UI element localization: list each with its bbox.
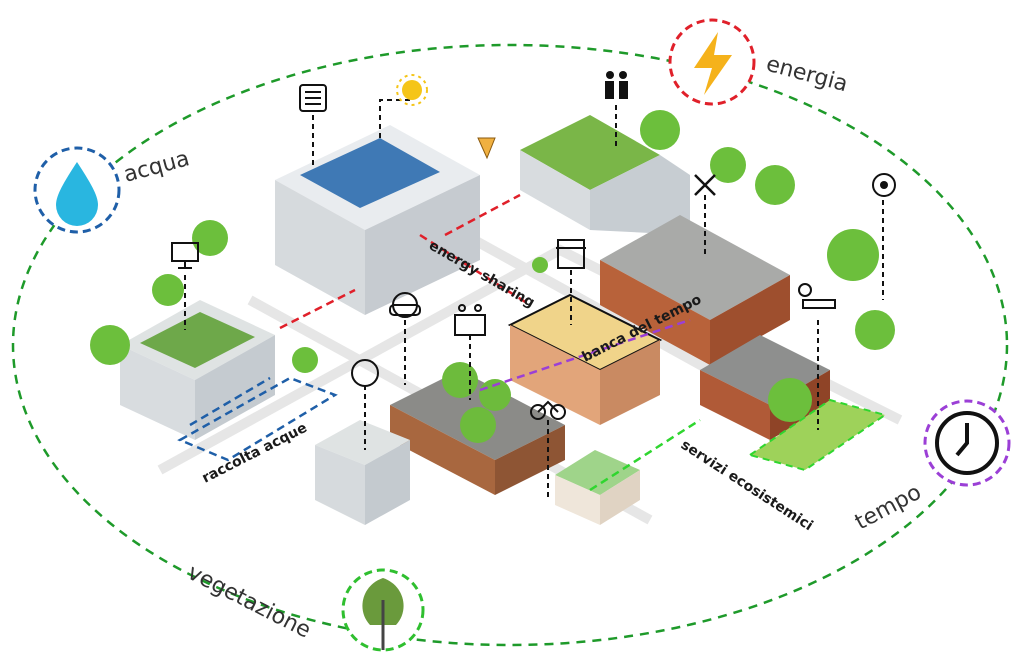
heating-icon [299, 84, 327, 112]
building-brick-warehouse [600, 215, 790, 365]
sun-icon [396, 74, 428, 106]
acqua-node [33, 146, 121, 234]
computer-icon [171, 242, 199, 269]
park-bench-icon [798, 283, 836, 309]
meeting-icon [454, 304, 486, 336]
tools-icon [694, 174, 716, 196]
trees [90, 110, 895, 422]
soccer-ball-icon [872, 173, 896, 197]
tempo-label: tempo [851, 480, 925, 535]
carsharing-icon [389, 292, 421, 318]
energia-node [668, 18, 756, 106]
tempo-node [923, 399, 1011, 487]
water-collection-area [177, 376, 338, 462]
building-time-bank [507, 293, 663, 425]
vegetazione-node [341, 568, 425, 652]
building-sports-court [555, 450, 640, 525]
ecosystem-services-line [589, 418, 701, 492]
building-green-roofs [520, 115, 690, 235]
cycle-ring [11, 43, 1009, 647]
community-exchange-icon [351, 359, 379, 387]
time-bank-line [479, 318, 691, 392]
bicycle-icon [530, 400, 566, 420]
energy-sharing-line [279, 193, 531, 330]
bulb-pin-icon [477, 137, 496, 160]
family-icon [605, 71, 628, 99]
pin-lines [184, 99, 884, 500]
lightning-icon [694, 32, 732, 95]
acqua-label: acqua [121, 146, 192, 187]
building-solar-office [275, 125, 480, 315]
water-drop-icon [56, 162, 98, 226]
clock-icon [935, 411, 999, 475]
shop-icon [556, 239, 586, 269]
raccolta-acque-label: raccolta acque [200, 420, 310, 487]
tree-icon [362, 578, 404, 650]
vegetazione-label: vegetazione [183, 560, 314, 643]
building-small-shop [315, 420, 410, 525]
building-water-house [120, 300, 275, 440]
